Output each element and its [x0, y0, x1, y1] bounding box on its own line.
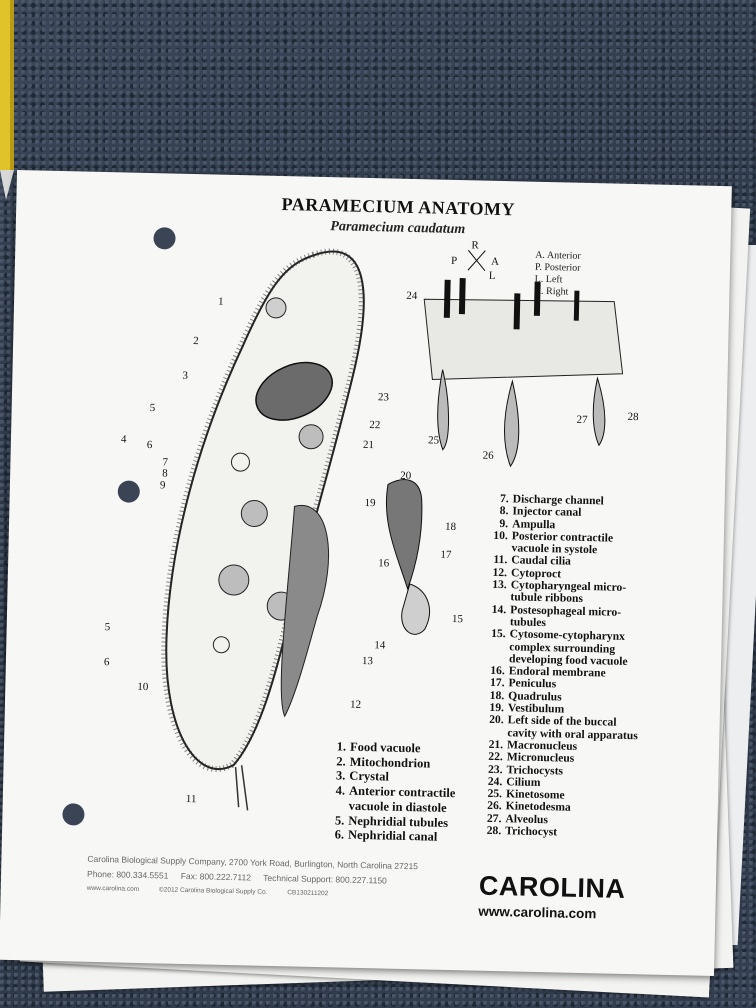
legend-item: 4.Anterior contractile vacuole in diasto…: [335, 783, 456, 815]
food-vacuole-shape: [240, 499, 268, 527]
diagram-number: 26: [483, 450, 495, 462]
compass-rose: R P A L: [451, 239, 499, 282]
diagram-number: 9: [160, 479, 166, 491]
legend-left: 1.Food vacuole 2.Mitochondrion 3.Crystal…: [320, 739, 457, 845]
diagram-number: 7: [162, 456, 168, 468]
diagram-number: 6: [147, 439, 153, 451]
buccal-apparatus-detail: [385, 479, 430, 635]
diagram-number: 11: [186, 793, 197, 805]
food-vacuole-shape: [265, 297, 287, 319]
diagram-number: 23: [378, 391, 390, 403]
macronucleus-shape: [255, 361, 333, 421]
legend-item: 15.Cytosome-cytopharynx complex surround…: [491, 627, 628, 668]
diagram-sheet: PARAMECIUM ANATOMY Paramecium caudatum A…: [0, 169, 732, 977]
diagram-number: 19: [364, 497, 376, 509]
website-small: www.carolina.com: [86, 884, 140, 893]
contractile-vacuole-shape: [212, 636, 230, 654]
diagram-number: 10: [137, 681, 149, 693]
paramecium-cell: [161, 248, 365, 811]
yellow-pen: [0, 0, 14, 200]
brand-block: CAROLINA www.carolina.com: [478, 871, 626, 922]
diagram-number: 20: [400, 470, 412, 482]
diagram-number: 25: [428, 434, 440, 446]
compass-label: P: [451, 255, 457, 267]
diagram-label-numbers: 1 2 3 4 5 6 7 8 9 10 11 12 13 14 15 16 1…: [104, 290, 639, 805]
diagram-number: 1: [218, 296, 224, 308]
publisher-contacts: Phone: 800.334.5551 Fax: 800.222.7112 Te…: [87, 869, 418, 886]
caudal-cilia-shape: [240, 765, 249, 811]
diagram-number: 22: [369, 419, 380, 431]
diagram-number: 2: [193, 335, 199, 347]
diagram-number: 16: [378, 557, 390, 569]
fax-number: Fax: 800.222.7112: [180, 870, 252, 883]
carolina-logo: CAROLINA: [478, 870, 626, 904]
diagram-number: 18: [445, 521, 457, 533]
diagram-number: 4: [121, 433, 127, 445]
diagram-number: 5: [105, 621, 111, 633]
paramecium-illustration: R P A L: [104, 239, 639, 811]
phone-number: Phone: 800.334.5551: [86, 868, 169, 881]
diagram-number: 14: [374, 639, 386, 651]
support-number: Technical Support: 800.227.1150: [263, 872, 387, 886]
cortex-detail: [423, 278, 624, 468]
diagram-number: 12: [350, 699, 361, 711]
diagram-number: 27: [576, 414, 588, 426]
diagram-number: 17: [440, 549, 452, 561]
diagram-number: 13: [362, 655, 374, 667]
diagram-number: 28: [627, 411, 639, 423]
contractile-vacuole-shape: [230, 452, 250, 472]
compass-label: L: [489, 270, 496, 282]
food-vacuole-shape: [218, 564, 250, 596]
diagram-number: 6: [104, 656, 110, 668]
publisher-footer: Carolina Biological Supply Company, 2700…: [87, 854, 418, 899]
catalog-code: CB130211202: [287, 889, 329, 898]
oral-groove-shape: [280, 504, 330, 718]
diagram-number: 3: [182, 370, 188, 382]
diagram-number: 21: [363, 439, 374, 451]
diagram-number: 15: [452, 613, 464, 625]
legend-item: 6.Nephridial canal: [334, 827, 438, 844]
legend-right: 7.Discharge channel 8.Injector canal 9.A…: [477, 492, 643, 841]
compass-label: A: [491, 256, 499, 268]
diagram-number: 5: [150, 402, 156, 414]
food-vacuole-shape: [298, 424, 324, 450]
diagram-number: 8: [162, 467, 168, 479]
diagram-number: 24: [406, 290, 418, 302]
compass-label: R: [471, 239, 479, 251]
